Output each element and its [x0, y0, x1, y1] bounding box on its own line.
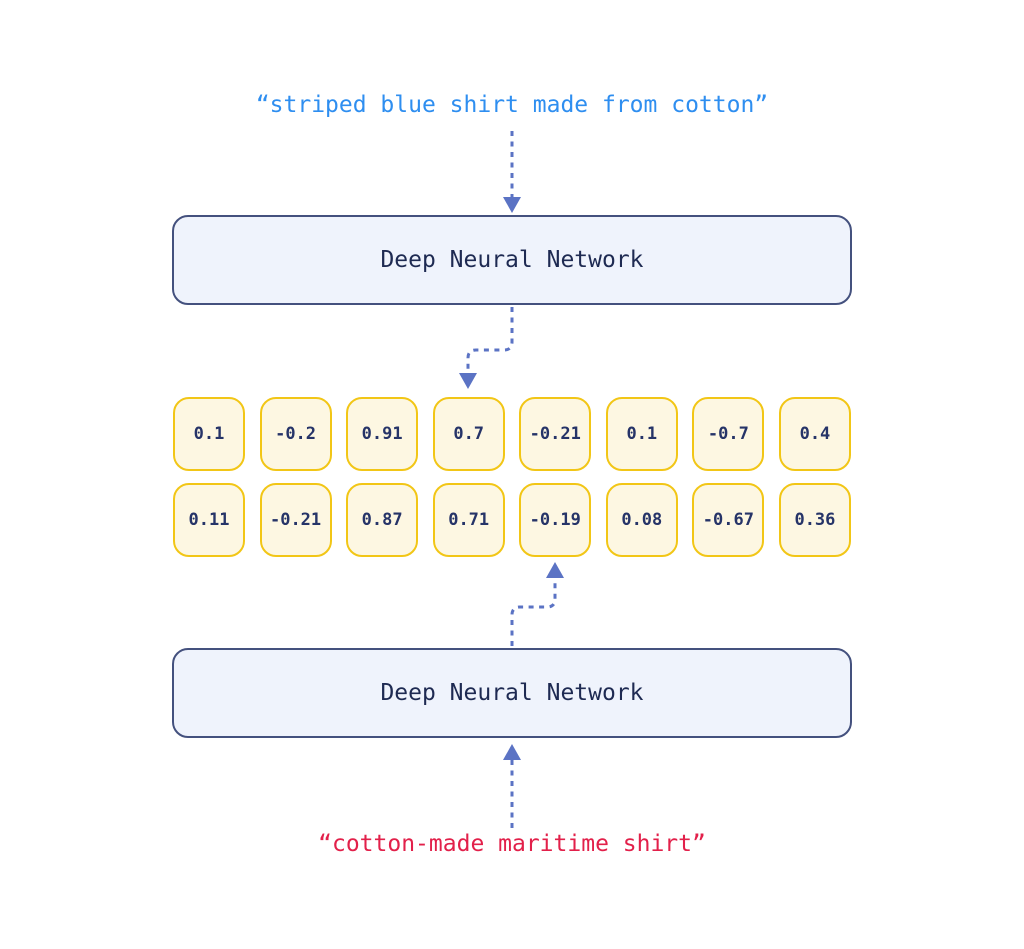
embedding-cell: 0.91 [346, 397, 419, 471]
embedding-cell: -0.19 [519, 483, 592, 557]
embedding-cell: 0.11 [173, 483, 245, 557]
embedding-cell: -0.21 [259, 483, 332, 557]
network-box-bottom: Deep Neural Network [172, 648, 852, 738]
arrow-network2-to-embedding-icon [510, 562, 564, 646]
embedding-cell: 0.71 [432, 483, 505, 557]
arrow-network1-to-embedding-icon [459, 307, 514, 389]
network-box-top: Deep Neural Network [172, 215, 852, 305]
arrow-top-input-to-network1-icon [503, 131, 521, 213]
embedding-cell: 0.4 [778, 397, 851, 471]
network-label-bottom: Deep Neural Network [380, 680, 644, 706]
embedding-cell: 0.87 [346, 483, 419, 557]
embedding-cell: 0.08 [605, 483, 678, 557]
embedding-cell: 0.1 [605, 397, 678, 471]
embedding-cell: -0.67 [692, 483, 765, 557]
embedding-row-1: 0.1 -0.2 0.91 0.7 -0.21 0.1 -0.7 0.4 [173, 397, 851, 471]
embedding-cell: 0.1 [173, 397, 245, 471]
arrow-bottom-input-to-network2-icon [503, 744, 521, 828]
embedding-row-2: 0.11 -0.21 0.87 0.71 -0.19 0.08 -0.67 0.… [173, 483, 851, 557]
top-input-text: “striped blue shirt made from cotton” [255, 92, 769, 118]
embedding-cell: -0.2 [259, 397, 332, 471]
embedding-cell: -0.7 [692, 397, 765, 471]
embedding-cell: 0.7 [432, 397, 505, 471]
embedding-cell: -0.21 [519, 397, 592, 471]
embedding-cell: 0.36 [778, 483, 851, 557]
bottom-input-text: “cotton-made maritime shirt” [318, 831, 706, 857]
network-label-top: Deep Neural Network [380, 247, 644, 273]
